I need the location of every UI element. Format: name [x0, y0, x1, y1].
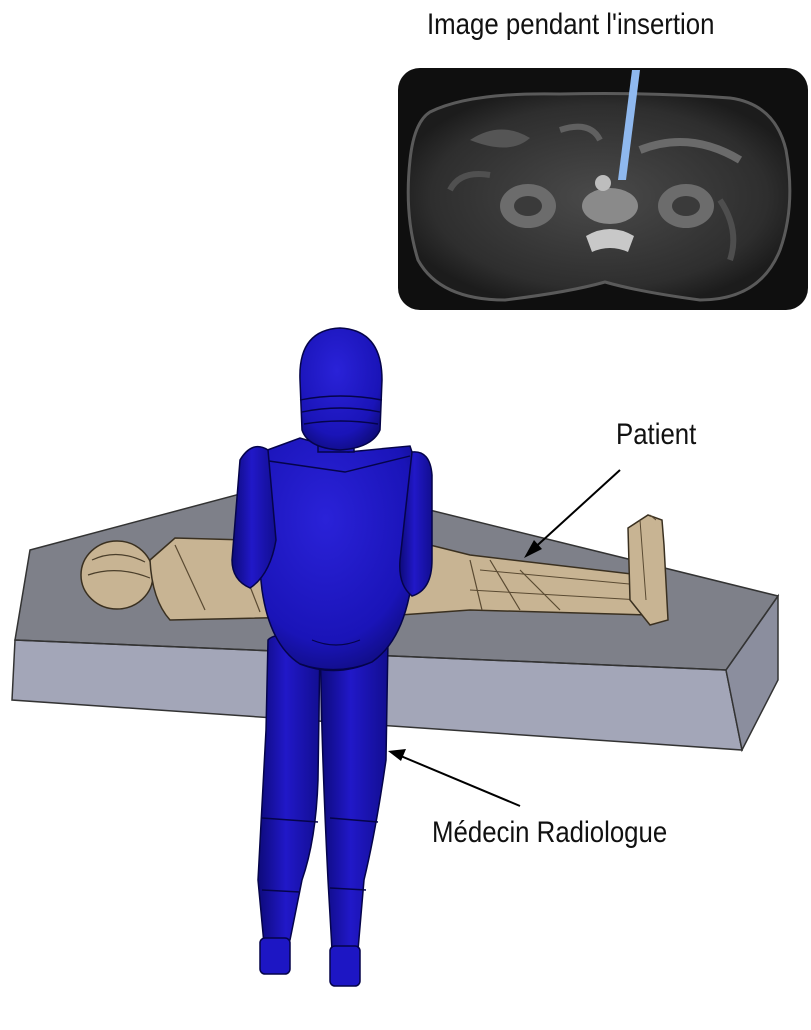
patient-label: Patient	[616, 418, 696, 452]
ct-aorta	[595, 175, 611, 191]
radiologist-foot-right	[330, 946, 360, 986]
ct-image-title: Image pendant l'insertion	[427, 8, 714, 42]
radiologist-torso	[250, 438, 418, 671]
ct-vertebra	[582, 188, 638, 224]
radiologist-leg-left	[258, 635, 320, 944]
radiologist-leg-right	[320, 635, 388, 950]
radiologist-head	[300, 328, 382, 450]
ct-scan-image	[398, 68, 808, 310]
radiologist-foot-left	[260, 938, 290, 974]
radiologist-arrow	[388, 749, 520, 806]
radiologist-label: Médecin Radiologue	[432, 816, 667, 850]
